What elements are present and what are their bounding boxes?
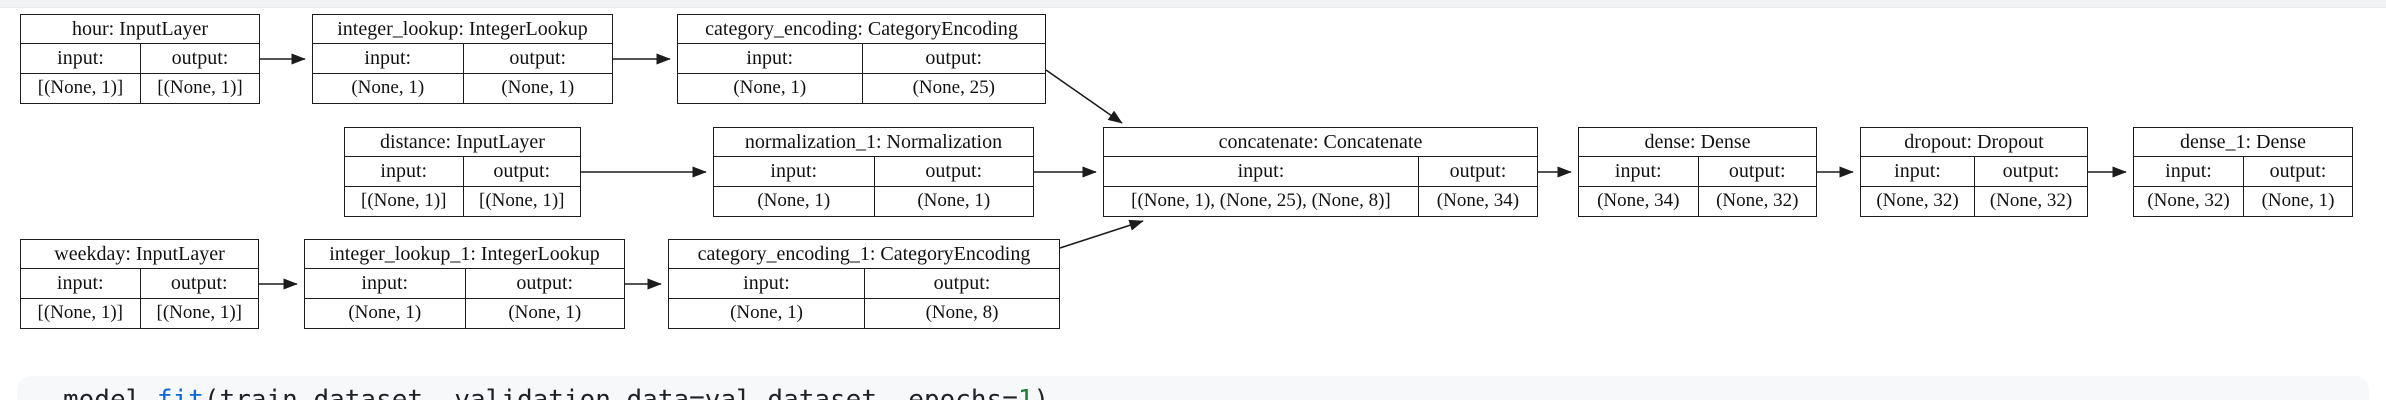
input-shape: (None, 1) xyxy=(757,190,831,212)
layer-title: integer_lookup_1: IntegerLookup xyxy=(305,240,624,270)
input-shape: (None, 1) xyxy=(730,302,803,324)
output-shape: (None, 32) xyxy=(1974,186,2087,216)
output-label: output: xyxy=(861,44,1045,74)
output-shape: (None, 1) xyxy=(2243,186,2352,216)
input-label: input: xyxy=(21,269,140,299)
output-label: output: xyxy=(2243,157,2352,187)
code-cell[interactable]: model.fit(train_dataset, validation_data… xyxy=(17,376,2369,400)
output-label: output: xyxy=(1974,157,2087,187)
input-label: input: xyxy=(313,44,463,74)
layer-title: hour: InputLayer xyxy=(21,15,259,45)
output-label: output: xyxy=(864,269,1059,299)
layer-title: category_encoding: CategoryEncoding xyxy=(678,15,1045,45)
output-label: output: xyxy=(1417,157,1537,187)
output-label: output: xyxy=(139,269,258,299)
layer-title: normalization_1: Normalization xyxy=(714,128,1033,158)
input-shape: [(None, 1)] xyxy=(37,302,123,324)
input-shape: (None, 32) xyxy=(2147,190,2230,212)
layer-title: concatenate: Concatenate xyxy=(1104,128,1537,158)
output-shape: (None, 1) xyxy=(462,73,613,103)
input-shape: (None, 34) xyxy=(1597,190,1680,212)
output-label: output: xyxy=(1697,157,1816,187)
layer-title: category_encoding_1: CategoryEncoding xyxy=(669,240,1059,270)
output-label: output: xyxy=(462,44,612,74)
output-shape: (None, 32) xyxy=(1697,186,1817,216)
output-shape: (None, 1) xyxy=(873,186,1034,216)
input-label: input: xyxy=(714,157,874,187)
input-label: input: xyxy=(21,44,140,74)
output-shape: (None, 1) xyxy=(464,298,625,328)
code-token: ) xyxy=(1033,385,1050,400)
output-shape: (None, 8) xyxy=(864,298,1059,328)
code-token: (train_dataset, validation_data=val_data… xyxy=(203,385,1018,400)
input-shape: (None, 1) xyxy=(348,302,422,324)
input-shape: (None, 32) xyxy=(1876,190,1959,212)
output-shape: [(None, 1)] xyxy=(140,73,259,103)
layer-title: integer_lookup: IntegerLookup xyxy=(313,15,612,45)
output-label: output: xyxy=(873,157,1033,187)
output-shape: [(None, 1)] xyxy=(462,186,581,216)
input-label: input: xyxy=(305,269,465,299)
input-shape: (None, 1) xyxy=(733,77,807,99)
input-label: input: xyxy=(2134,157,2243,187)
input-label: input: xyxy=(1579,157,1698,187)
output-shape: (None, 25) xyxy=(861,73,1046,103)
input-label: input: xyxy=(678,44,862,74)
output-label: output: xyxy=(464,269,624,299)
edge-arrow xyxy=(1045,69,1123,124)
output-shape: [(None, 1)] xyxy=(139,298,259,328)
previous-cell-edge xyxy=(0,0,2386,8)
layer-title: dense: Dense xyxy=(1579,128,1816,158)
input-shape: [(None, 1)] xyxy=(361,190,447,212)
code-token: fit xyxy=(156,385,204,400)
code-token: 1 xyxy=(1017,385,1034,400)
input-shape: [(None, 1), (None, 25), (None, 8)] xyxy=(1131,190,1391,212)
input-shape: (None, 1) xyxy=(351,77,425,99)
input-shape: [(None, 1)] xyxy=(37,77,124,99)
output-label: output: xyxy=(462,157,580,187)
input-label: input: xyxy=(345,157,463,187)
output-label: output: xyxy=(140,44,259,74)
code-token: model. xyxy=(63,385,157,400)
layer-title: distance: InputLayer xyxy=(345,128,580,158)
input-label: input: xyxy=(669,269,864,299)
layer-title: dense_1: Dense xyxy=(2134,128,2352,158)
edge-arrow xyxy=(1059,219,1144,249)
output-shape: (None, 34) xyxy=(1417,186,1537,216)
layer-title: weekday: InputLayer xyxy=(21,240,258,270)
layer-title: dropout: Dropout xyxy=(1861,128,2087,158)
input-label: input: xyxy=(1861,157,1974,187)
input-label: input: xyxy=(1104,157,1418,187)
